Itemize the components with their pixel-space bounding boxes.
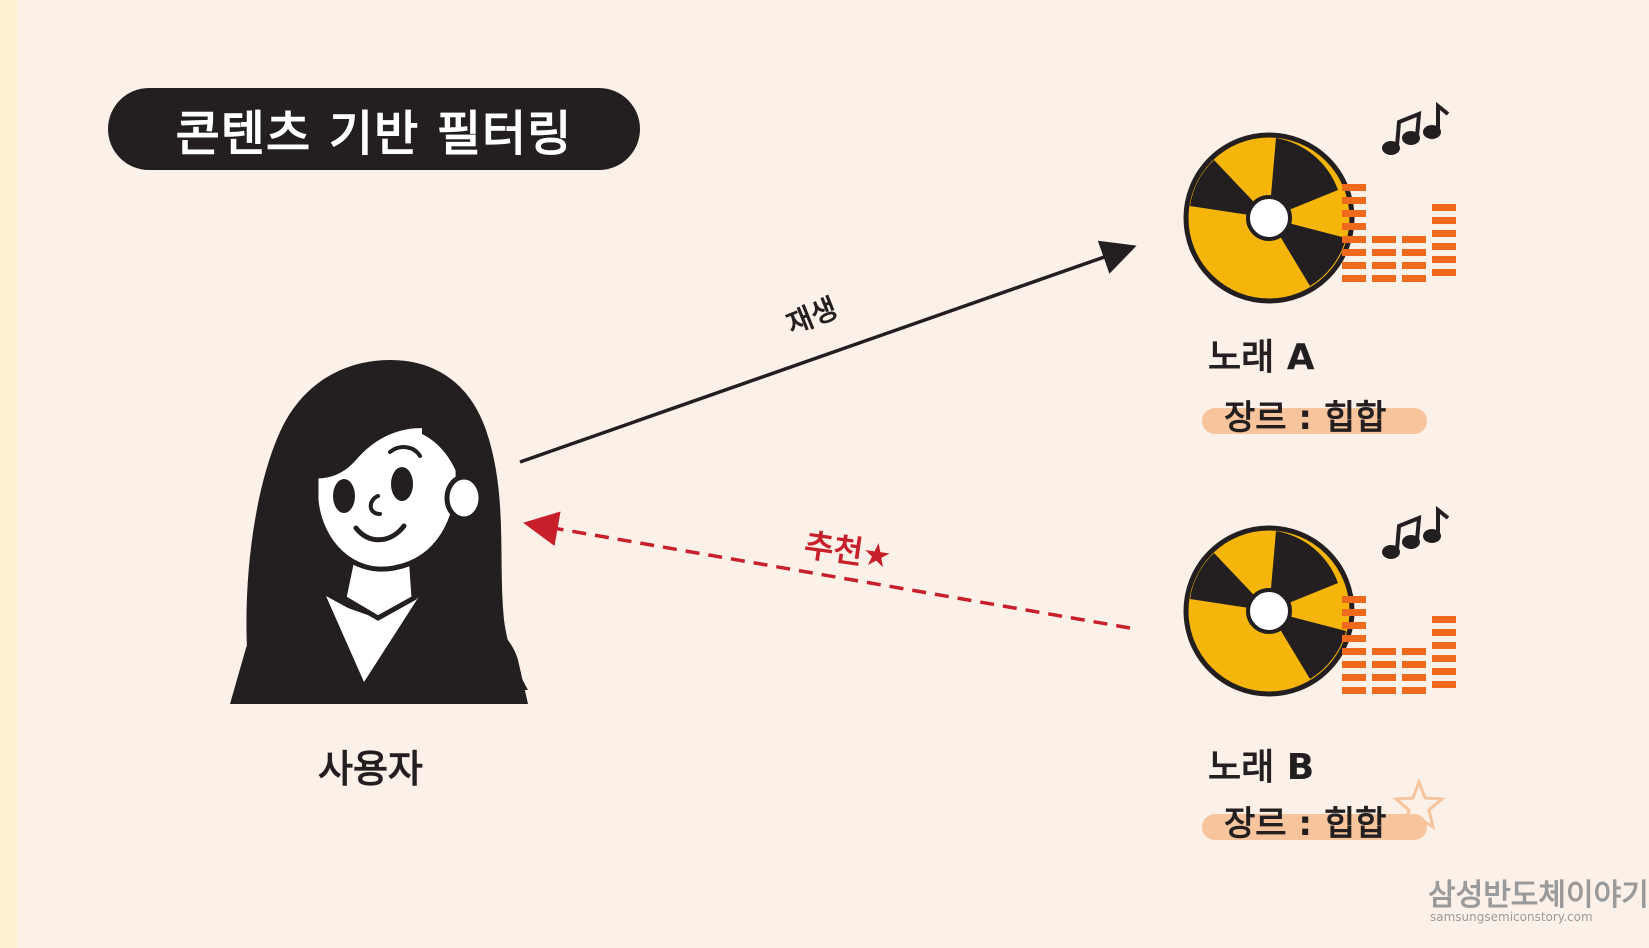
- user-label: 사용자: [318, 747, 423, 791]
- song-a-music-notes-icon: [1382, 101, 1450, 155]
- song-a-disc-icon: [1183, 132, 1355, 304]
- song-b-genre: 장르 : 힙합: [1202, 800, 1427, 844]
- song-b-disc-icon: [1183, 525, 1355, 697]
- diagram-title: 콘텐츠 기반 필터링: [108, 88, 640, 170]
- watermark-title: 삼성반도체이야기: [1428, 878, 1649, 913]
- song-a-genre: 장르 : 힙합: [1202, 394, 1427, 438]
- genre-highlight: [1202, 408, 1427, 434]
- play-arrow: [519, 240, 1137, 464]
- diagram-graphics: [230, 101, 1456, 831]
- song-b-genre-text: 장르 : 힙합: [1224, 804, 1387, 844]
- song-a-equalizer-icon: [1342, 184, 1456, 282]
- diagram-canvas: 콘텐츠 기반 필터링 재생 추천★ 사용자 노래 A 장르 : 힙합 노래 B …: [18, 0, 1649, 948]
- song-a-title: 노래 A: [1208, 337, 1315, 378]
- song-b-title: 노래 B: [1208, 747, 1315, 788]
- woman-user-icon: [230, 360, 528, 704]
- genre-highlight: [1202, 814, 1427, 840]
- song-b-music-notes-icon: [1382, 505, 1450, 559]
- watermark-url: samsungsemiconstory.com: [1430, 910, 1593, 924]
- recommend-arrow: [523, 511, 1131, 630]
- song-b-equalizer-icon: [1342, 596, 1456, 694]
- song-a-genre-text: 장르 : 힙합: [1224, 398, 1387, 438]
